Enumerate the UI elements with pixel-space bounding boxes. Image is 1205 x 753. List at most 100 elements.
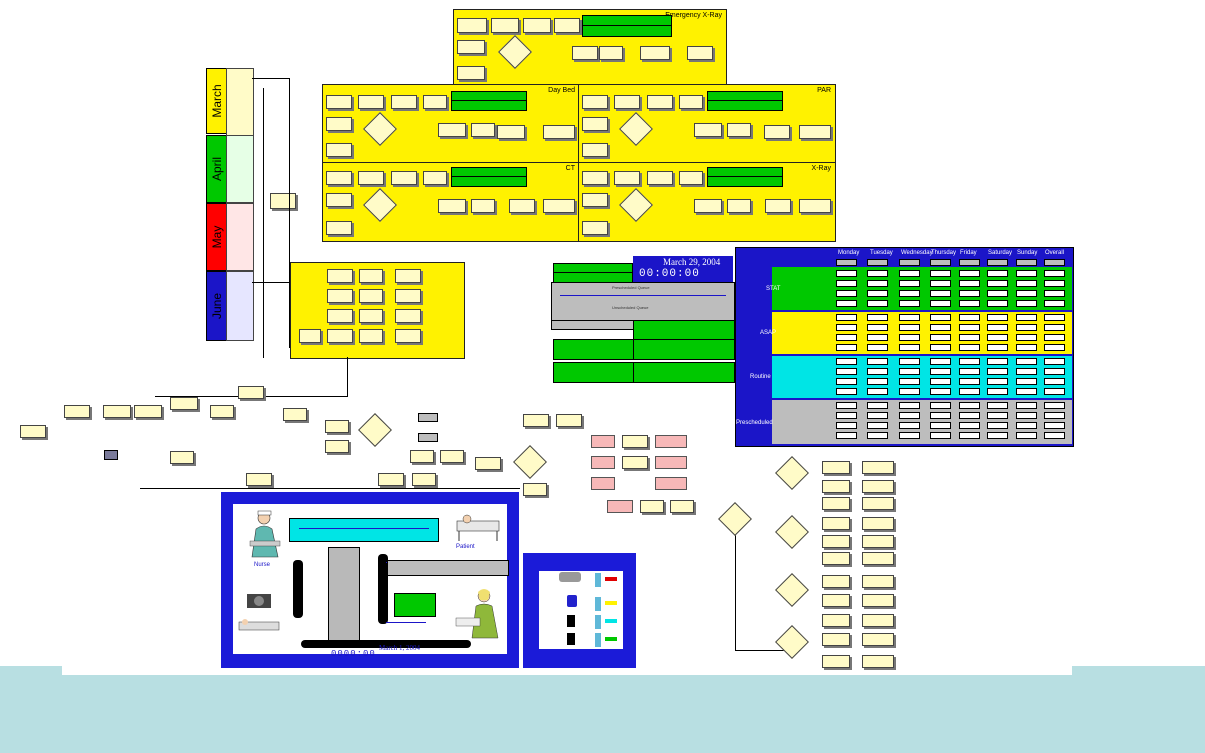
process-block[interactable] — [326, 193, 352, 207]
process-block[interactable] — [622, 456, 648, 469]
process-block[interactable] — [327, 269, 353, 283]
process-block[interactable] — [822, 614, 850, 627]
decision-block[interactable] — [619, 188, 653, 222]
process-block[interactable] — [457, 40, 485, 54]
process-block[interactable] — [491, 18, 519, 33]
process-block[interactable] — [20, 425, 46, 438]
process-block[interactable] — [822, 461, 850, 474]
process-block[interactable] — [412, 473, 436, 486]
process-block[interactable] — [326, 171, 352, 185]
process-block[interactable] — [822, 497, 850, 510]
process-block[interactable] — [614, 171, 640, 185]
process-block[interactable] — [822, 552, 850, 565]
process-block[interactable] — [647, 171, 673, 185]
process-block[interactable] — [359, 329, 383, 343]
process-block[interactable] — [862, 480, 894, 493]
pink-block[interactable] — [655, 477, 687, 490]
month-selector-block[interactable] — [270, 193, 296, 209]
process-block[interactable] — [862, 497, 894, 510]
process-block[interactable] — [438, 123, 466, 137]
process-block[interactable] — [475, 457, 501, 470]
pink-block[interactable] — [591, 435, 615, 448]
process-block[interactable] — [543, 199, 575, 213]
process-block[interactable] — [471, 123, 495, 137]
process-block[interactable] — [640, 46, 670, 60]
process-block[interactable] — [647, 95, 673, 109]
process-block[interactable] — [554, 18, 580, 33]
decision-block[interactable] — [775, 625, 809, 659]
process-block[interactable] — [523, 414, 549, 427]
submodel-emergency-xray[interactable]: Emergency X-Ray — [453, 9, 727, 88]
process-block[interactable] — [862, 517, 894, 530]
process-block[interactable] — [523, 483, 547, 496]
process-block[interactable] — [327, 309, 353, 323]
decision-block[interactable] — [358, 413, 392, 447]
process-block[interactable] — [325, 440, 349, 453]
process-block[interactable] — [694, 199, 722, 213]
submodel-day-bed[interactable]: Day Bed — [322, 84, 580, 166]
process-block[interactable] — [395, 289, 421, 303]
process-block[interactable] — [822, 480, 850, 493]
decision-block[interactable] — [619, 112, 653, 146]
process-block[interactable] — [410, 450, 434, 463]
process-block[interactable] — [210, 405, 234, 418]
process-block[interactable] — [359, 269, 383, 283]
process-block[interactable] — [327, 329, 353, 343]
process-block[interactable] — [640, 500, 664, 513]
process-block[interactable] — [764, 125, 790, 139]
process-block[interactable] — [582, 95, 608, 109]
process-block[interactable] — [822, 575, 850, 588]
process-block[interactable] — [457, 66, 485, 80]
process-block[interactable] — [862, 655, 894, 668]
process-block[interactable] — [582, 193, 608, 207]
pink-block[interactable] — [607, 500, 633, 513]
process-block[interactable] — [679, 95, 703, 109]
process-block[interactable] — [799, 199, 831, 213]
pink-block[interactable] — [655, 456, 687, 469]
process-block[interactable] — [614, 95, 640, 109]
process-block[interactable] — [799, 125, 831, 139]
process-block[interactable] — [326, 95, 352, 109]
process-block[interactable] — [325, 420, 349, 433]
pink-block[interactable] — [591, 456, 615, 469]
process-block[interactable] — [862, 575, 894, 588]
submodel-par[interactable]: PAR — [578, 84, 836, 166]
process-block[interactable] — [440, 450, 464, 463]
decision-block[interactable] — [775, 515, 809, 549]
process-block[interactable] — [326, 117, 352, 131]
process-block[interactable] — [359, 309, 383, 323]
decision-block[interactable] — [775, 573, 809, 607]
process-block[interactable] — [822, 517, 850, 530]
process-block[interactable] — [822, 594, 850, 607]
process-block[interactable] — [299, 329, 321, 343]
process-block[interactable] — [358, 95, 384, 109]
decision-block[interactable] — [718, 502, 752, 536]
process-block[interactable] — [822, 535, 850, 548]
process-block[interactable] — [679, 171, 703, 185]
process-block[interactable] — [694, 123, 722, 137]
process-block[interactable] — [497, 125, 525, 139]
process-block[interactable] — [283, 408, 307, 421]
process-block[interactable] — [246, 473, 272, 486]
process-block[interactable] — [543, 125, 575, 139]
decision-block[interactable] — [775, 456, 809, 490]
process-block[interactable] — [862, 614, 894, 627]
pink-block[interactable] — [655, 435, 687, 448]
process-block[interactable] — [327, 289, 353, 303]
process-block[interactable] — [572, 46, 598, 60]
process-block[interactable] — [862, 594, 894, 607]
decision-block[interactable] — [363, 188, 397, 222]
process-block[interactable] — [556, 414, 582, 427]
process-block[interactable] — [378, 473, 404, 486]
process-block[interactable] — [523, 18, 551, 33]
process-block[interactable] — [727, 123, 751, 137]
process-block[interactable] — [238, 386, 264, 399]
process-block[interactable] — [359, 289, 383, 303]
submodel-xray[interactable]: X-Ray — [578, 162, 836, 242]
process-block[interactable] — [170, 397, 198, 410]
submodel-ct[interactable]: CT — [322, 162, 580, 242]
process-block[interactable] — [582, 221, 608, 235]
process-block[interactable] — [622, 435, 648, 448]
process-block[interactable] — [395, 269, 421, 283]
process-block[interactable] — [423, 171, 447, 185]
